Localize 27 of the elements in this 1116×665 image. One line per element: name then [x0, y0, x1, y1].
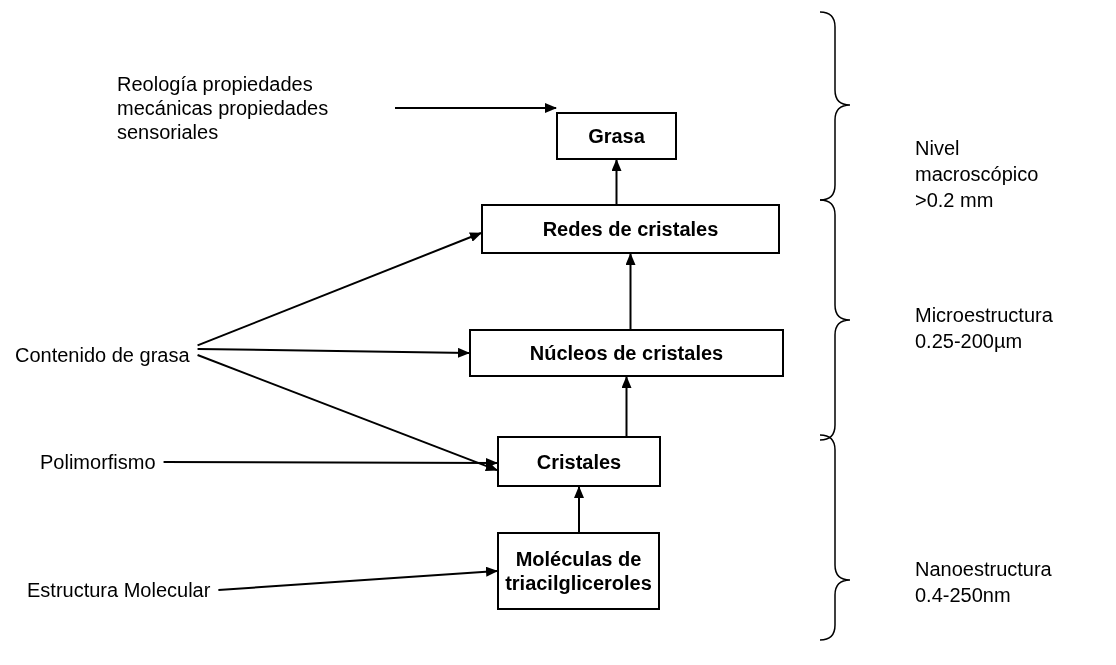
arrow: [611, 159, 622, 205]
arrow: [217, 566, 498, 591]
scale-label: Microestructura 0.25-200µm: [915, 303, 1054, 354]
arrow: [196, 347, 470, 358]
process-box: [497, 436, 661, 487]
arrow: [196, 232, 482, 347]
process-box: [497, 532, 660, 610]
factor-label: Estructura Molecular: [27, 579, 211, 601]
scale-label: Nivel macroscópico >0.2 mm: [915, 136, 1040, 213]
process-box: [469, 329, 784, 377]
process-box: [481, 204, 780, 254]
factor-label: Polimorfismo: [40, 451, 156, 473]
box-label: Cristales: [536, 449, 622, 474]
box-label: Núcleos de cristales: [529, 341, 724, 365]
arrow: [394, 103, 557, 113]
arrow: [162, 458, 498, 468]
arrow: [621, 376, 632, 437]
arrow: [196, 354, 498, 472]
arrow: [574, 486, 584, 533]
factor-label: Contenido de grasa: [15, 344, 190, 366]
scale-label: Nanoestructura 0.4-250nm: [915, 557, 1053, 608]
box-label: Grasa: [588, 124, 645, 148]
factor-label: Reología propiedades mecánicas propiedades sensoriales: [117, 73, 329, 143]
box-label: Redes de cristales: [542, 217, 719, 241]
process-box: [556, 112, 677, 160]
box-label: Moléculas de triacilgliceroles: [504, 547, 653, 595]
arrow: [625, 253, 636, 330]
